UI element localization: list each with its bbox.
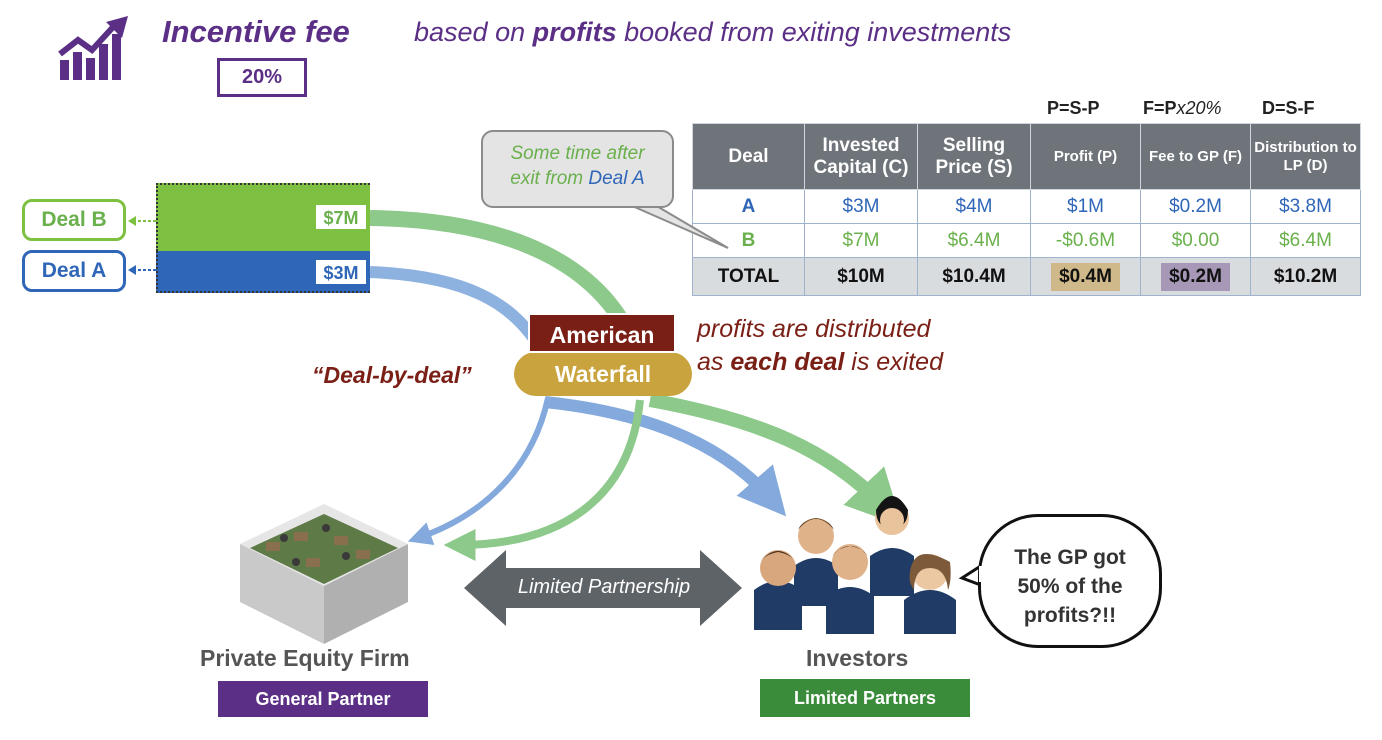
deal-a-flow [369,266,540,344]
formula-profit: P=S-P [1047,98,1100,118]
blue-to-investors-arrow [544,396,787,517]
formula-fee: F=Px20% [1143,98,1222,118]
table-cell: $3.8M [1250,189,1361,224]
limited-partners-badge: Limited Partners [760,679,970,717]
investors-group-icon [744,470,974,643]
green-to-firm-arrow [443,399,644,561]
table-header: Distribution to LP (D) [1250,123,1361,190]
page-title: Incentive fee [162,14,350,49]
speech-bubble: The GP got 50% of the profits?!! [978,514,1162,648]
table-cell: $0.2M [1140,257,1251,296]
table-cell: $0.4M [1030,257,1141,296]
table-total-row: TOTAL $10M $10.4M $0.4M $0.2M $10.2M [692,257,1361,296]
fee-total-highlight: $0.2M [1161,262,1230,291]
waterfall-badge: Waterfall [514,352,692,396]
fee-rate-box: 20% [217,58,307,97]
deal-a-tag: Deal A [22,250,126,292]
firm-label: Private Equity Firm [200,645,410,671]
table-row: A $3M $4M $1M $0.2M $3.8M [692,189,1361,224]
table-cell: $6.4M [1250,223,1361,258]
rising-chart-icon [56,16,140,87]
deal-by-deal-label: “Deal-by-deal” [312,362,472,388]
page-subtitle: based on profits booked from exiting inv… [414,17,1012,47]
table-header: Fee to GP (F) [1140,123,1251,190]
table-header: Deal [692,123,805,190]
table-header: Selling Price (S) [917,123,1031,190]
table-cell: $10M [804,257,918,296]
profit-total-highlight: $0.4M [1051,262,1120,291]
table-header-row: Deal Invested Capital (C) Selling Price … [692,123,1361,190]
table-cell: $10.4M [917,257,1031,296]
table-cell: A [692,189,805,224]
limited-partnership-arrow [464,550,742,626]
deal-connector-arrows [128,216,156,275]
formula-distribution: D=S-F [1262,98,1315,118]
table-header: Profit (P) [1030,123,1141,190]
waterfall-note-line1: profits are distributed [697,315,931,343]
deal-a-amount: $3M [314,258,368,286]
general-partner-badge: General Partner [218,681,428,717]
deal-b-tag: Deal B [22,199,126,241]
limited-partnership-label: Limited Partnership [517,576,691,598]
table-cell: $7M [804,223,918,258]
time-callout: Some time after exit from Deal A [481,130,674,208]
green-to-investors-arrow [648,393,903,527]
waterfall-note-line2: as each deal is exited [697,348,943,376]
office-icon [236,498,412,653]
table-cell: $10.2M [1250,257,1361,296]
deal-b-amount: $7M [314,203,368,231]
blue-to-firm-arrow [407,397,551,546]
deals-table: Deal Invested Capital (C) Selling Price … [692,123,1361,296]
investors-label: Investors [806,645,909,671]
table-header: Invested Capital (C) [804,123,918,190]
american-badge: American [528,313,676,353]
table-cell: $0.2M [1140,189,1251,224]
